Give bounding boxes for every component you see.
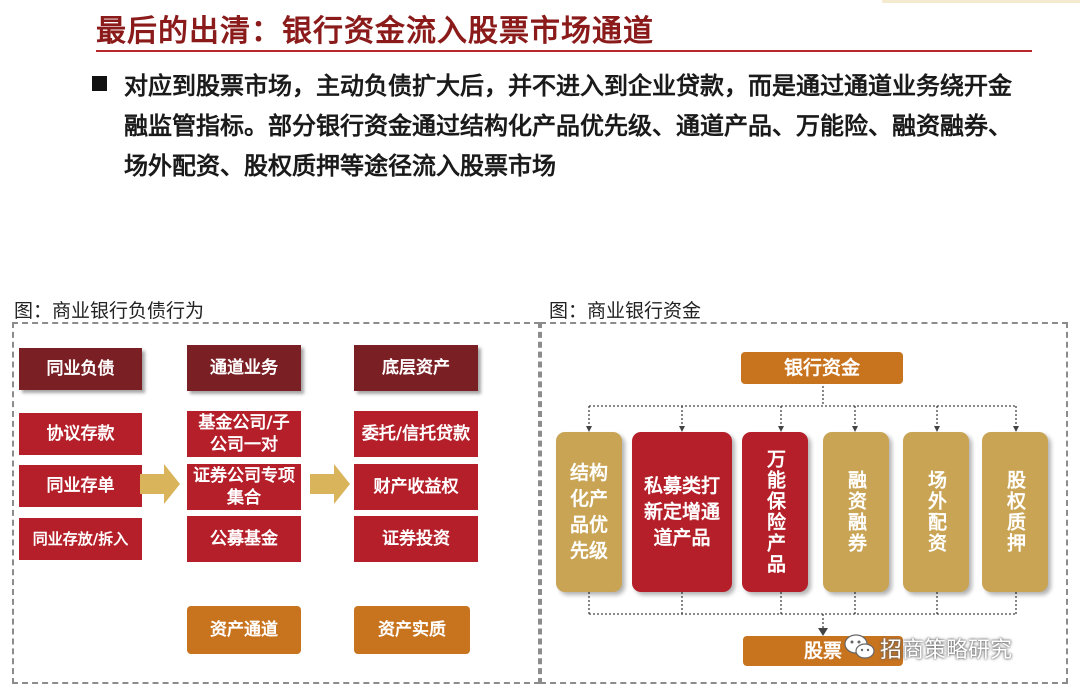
channel-universal-insurance: 万能保险产品 <box>742 432 808 592</box>
arrow-down-icon <box>586 426 592 432</box>
asset-item: 委托/信托贷款 <box>354 411 478 457</box>
top-accent-bar <box>882 0 1080 3</box>
channel-footer: 资产通道 <box>187 606 301 654</box>
arrow-down-icon <box>818 628 828 636</box>
channel-label: 股权质押 <box>1004 470 1026 554</box>
arrow-down-icon <box>778 426 784 432</box>
channel-item: 基金公司/子公司一对 <box>187 411 301 457</box>
left-figure-caption: 图：商业银行负债行为 <box>14 300 205 322</box>
watermark-text: 招商策略研究 <box>880 638 1013 663</box>
channel-header: 通道业务 <box>187 345 301 391</box>
liability-item: 同业存单 <box>19 465 142 507</box>
liability-header: 同业负债 <box>19 348 142 390</box>
channel-otc-financing: 场外配资 <box>903 432 969 592</box>
bullet-square-icon <box>92 76 107 91</box>
channel-label: 私募类打新定增通道产品 <box>643 475 720 549</box>
channel-label: 融资融券 <box>845 470 867 554</box>
liability-item: 协议存款 <box>19 413 142 455</box>
channel-margin-trading: 融资融券 <box>823 432 889 592</box>
bank-funds-box: 银行资金 <box>741 352 903 384</box>
asset-footer: 资产实质 <box>354 606 470 654</box>
connector-lines <box>586 382 1019 636</box>
flow-arrows <box>140 464 350 504</box>
left-diagram-panel <box>12 322 540 684</box>
channel-label: 结构化产品优先级 <box>569 462 608 562</box>
arrow-down-icon <box>1013 426 1019 432</box>
arrow-down-icon <box>679 426 685 432</box>
wechat-icon <box>844 634 875 659</box>
channel-structured-products: 结构化产品优先级 <box>556 432 622 592</box>
title-underline <box>96 50 1032 52</box>
asset-item: 财产收益权 <box>354 464 478 510</box>
asset-item: 证券投资 <box>354 516 478 562</box>
channel-item: 证券公司专项集合 <box>187 464 301 510</box>
right-diagram-panel <box>540 322 1068 684</box>
bullet-text: 对应到股票市场，主动负债扩大后，并不进入到企业贷款，而是通过通道业务绕开金融监管… <box>124 71 1012 180</box>
stock-market-box: 股票 <box>743 636 903 666</box>
liability-item: 同业存放/拆入 <box>19 518 142 560</box>
channel-equity-pledge: 股权质押 <box>982 432 1048 592</box>
asset-header: 底层资产 <box>354 345 478 391</box>
channel-label: 万能保险产品 <box>764 449 786 575</box>
arrow-down-icon <box>852 426 858 432</box>
channel-label: 场外配资 <box>925 470 947 554</box>
page-title: 最后的出清：银行资金流入股票市场通道 <box>96 14 654 49</box>
arrow-down-icon <box>934 426 940 432</box>
right-arrow-icon <box>310 464 350 504</box>
channel-private-funds: 私募类打新定增通道产品 <box>632 432 732 592</box>
right-figure-caption: 图：商业银行资金 <box>549 300 702 322</box>
channel-item: 公募基金 <box>187 516 301 562</box>
right-arrow-icon <box>140 464 180 504</box>
